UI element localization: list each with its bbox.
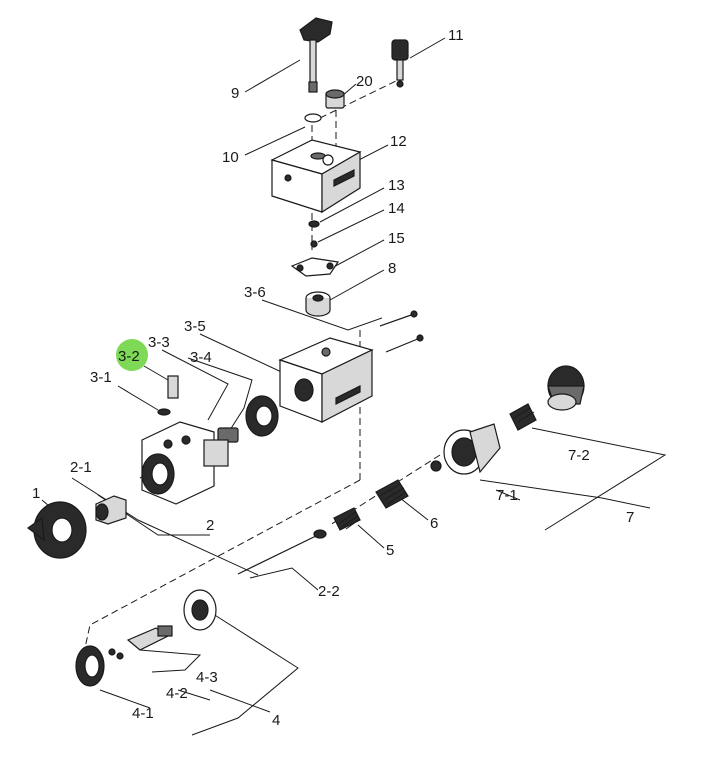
label-20: 20 xyxy=(356,73,373,90)
part-2-2-needle xyxy=(237,529,327,575)
part-8-coupling xyxy=(305,291,331,317)
part-11-screw xyxy=(391,39,409,88)
part-5-spring xyxy=(333,507,361,531)
part-13-oring xyxy=(308,220,320,228)
part-2-1-nozzle xyxy=(95,495,127,525)
label-5: 5 xyxy=(386,542,394,559)
part-7-1-oring xyxy=(430,460,442,472)
label-2-1: 2-1 xyxy=(70,459,92,476)
part-4-assembly xyxy=(75,589,217,687)
label-4-1: 4-1 xyxy=(132,705,154,722)
label-3-2: 3-2 xyxy=(118,348,140,365)
part-3-2-screw xyxy=(167,375,179,399)
label-4-3: 4-3 xyxy=(196,669,218,686)
label-7-1: 7-1 xyxy=(496,487,518,504)
label-4: 4 xyxy=(272,712,280,729)
part-7-housing xyxy=(443,423,501,475)
label-3-6: 3-6 xyxy=(244,284,266,301)
part-9-knob xyxy=(299,17,333,93)
part-10-washer xyxy=(304,113,322,123)
part-15-gasket xyxy=(290,257,340,277)
label-3-1: 3-1 xyxy=(90,369,112,386)
part-3-body xyxy=(278,337,374,423)
part-14-ball xyxy=(310,240,318,248)
part-3-front-housing xyxy=(141,421,229,505)
label-1: 1 xyxy=(32,485,40,502)
label-10: 10 xyxy=(222,149,239,166)
part-12-block xyxy=(270,139,362,214)
label-7: 7 xyxy=(626,509,634,526)
part-6-ring xyxy=(375,479,409,509)
label-8: 8 xyxy=(388,260,396,277)
label-3-3: 3-3 xyxy=(148,334,170,351)
label-2: 2 xyxy=(206,517,214,534)
part-1-air-cap xyxy=(26,501,87,559)
part-7-2-spring xyxy=(509,403,537,431)
highlight-marker xyxy=(116,339,148,371)
label-9: 9 xyxy=(231,85,239,102)
label-7-2: 7-2 xyxy=(568,447,590,464)
part-3-5-seal xyxy=(245,395,279,437)
parts xyxy=(26,17,585,687)
label-12: 12 xyxy=(390,133,407,150)
alignment-dashes xyxy=(77,79,441,681)
label-13: 13 xyxy=(388,177,405,194)
part-3-6-bolts xyxy=(379,310,424,353)
label-4-2: 4-2 xyxy=(166,685,188,702)
part-20-cap xyxy=(325,89,345,109)
part-7-knob xyxy=(547,365,585,411)
label-11: 11 xyxy=(448,27,464,44)
label-3-4: 3-4 xyxy=(190,349,212,366)
label-14: 14 xyxy=(388,200,405,217)
part-labels: 9 10 11 20 12 13 14 15 8 3-6 3-5 3-3 3-4… xyxy=(32,27,634,729)
label-2-2: 2-2 xyxy=(318,583,340,600)
leader-lines xyxy=(41,37,667,736)
part-3-1-washer xyxy=(157,408,171,416)
label-3-5: 3-5 xyxy=(184,318,206,335)
label-6: 6 xyxy=(430,515,438,532)
label-15: 15 xyxy=(388,230,405,247)
